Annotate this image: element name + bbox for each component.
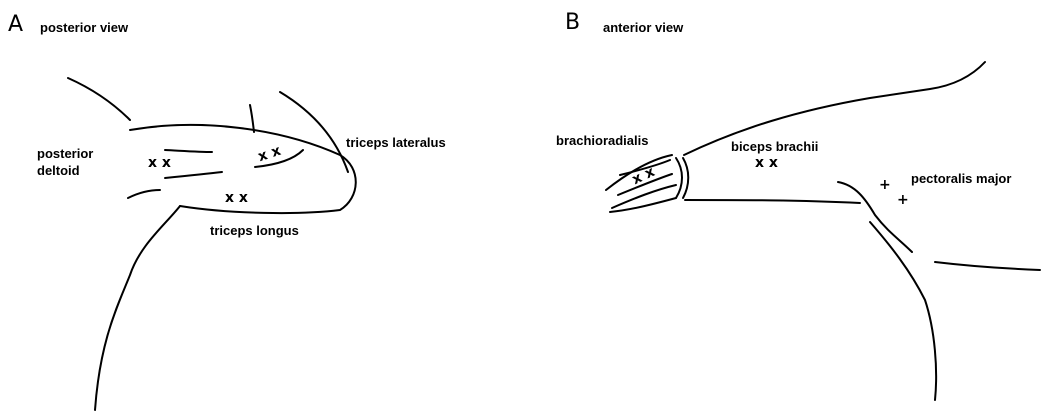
anterior-arm-outline — [606, 62, 1040, 400]
marker-pectoralis-major-2: + — [897, 192, 909, 208]
marker-pectoralis-major-1: + — [879, 177, 891, 193]
label-posterior-deltoid: posterior deltoid — [37, 145, 93, 179]
panel-b-letter: B — [565, 10, 580, 35]
marker-triceps-longus: x x — [225, 190, 248, 206]
panel-a-title: posterior view — [40, 20, 128, 35]
label-biceps-brachii: biceps brachii — [731, 138, 818, 155]
marker-posterior-deltoid: x x — [148, 155, 171, 171]
label-triceps-longus: triceps longus — [210, 222, 299, 239]
label-brachioradialis: brachioradialis — [556, 132, 648, 149]
label-pectoralis-major: pectoralis major — [911, 170, 1011, 187]
panel-b-title: anterior view — [603, 20, 683, 35]
label-triceps-lateralus: triceps lateralus — [346, 134, 446, 151]
panel-a-letter: A — [8, 12, 23, 37]
marker-biceps-brachii: x x — [755, 155, 778, 171]
posterior-arm-outline — [68, 78, 356, 410]
